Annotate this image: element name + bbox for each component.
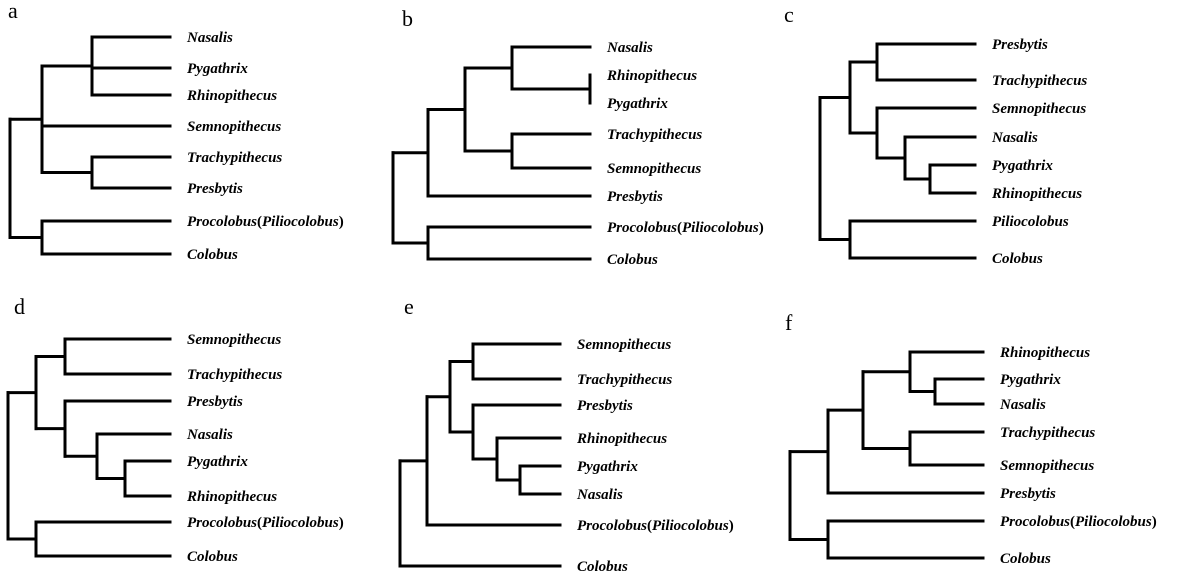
taxon-label-semnopithecus: Semnopithecus [1000, 458, 1094, 474]
taxon-label-pygathrix: Pygathrix [187, 454, 248, 470]
taxon-label-trachypithecus: Trachypithecus [992, 73, 1087, 89]
branches-b [391, 45, 592, 261]
panel-letter-b: b [402, 6, 413, 31]
taxon-label-trachypithecus: Trachypithecus [187, 367, 282, 383]
taxon-label-trachypithecus: Trachypithecus [577, 372, 672, 388]
taxon-label-semnopithecus: Semnopithecus [187, 119, 281, 135]
taxon-label-trachypithecus: Trachypithecus [187, 150, 282, 166]
taxon-label-pygathrix: Pygathrix [992, 158, 1053, 174]
taxon-label-pygathrix: Pygathrix [1000, 372, 1061, 388]
taxon-label-presbytis: Presbytis [607, 189, 663, 205]
taxon-label-piliocolobus: Piliocolobus [992, 214, 1069, 230]
taxon-label-rhinopithecus: Rhinopithecus [576, 431, 667, 447]
panel-letter-e: e [404, 294, 414, 319]
taxon-label-nasalis: Nasalis [991, 130, 1038, 146]
taxon-label-nasalis: Nasalis [186, 427, 233, 443]
taxon-label-colobus: Colobus [187, 549, 238, 565]
branches-c [818, 42, 977, 260]
tree-panel-e: eSemnopithecusTrachypithecusPresbytisRhi… [398, 294, 734, 575]
taxon-label-pygathrix: Pygathrix [607, 96, 668, 112]
taxon-label-procolobus-piliocolobus: Procolobus(Piliocolobus) [577, 518, 734, 534]
taxon-label-semnopithecus: Semnopithecus [577, 337, 671, 353]
tree-panel-d: dSemnopithecusTrachypithecusPresbytisNas… [6, 294, 344, 565]
taxon-label-nasalis: Nasalis [186, 30, 233, 46]
branches-d [6, 337, 172, 558]
taxon-label-procolobus-piliocolobus: Procolobus(Piliocolobus) [187, 214, 344, 230]
taxon-label-nasalis: Nasalis [999, 397, 1046, 413]
taxon-label-colobus: Colobus [992, 251, 1043, 267]
panel-letter-a: a [8, 0, 18, 23]
taxon-label-semnopithecus: Semnopithecus [992, 101, 1086, 117]
taxon-label-nasalis: Nasalis [606, 40, 653, 56]
panel-letter-d: d [14, 294, 25, 319]
panel-letter-f: f [785, 310, 793, 335]
taxon-label-presbytis: Presbytis [577, 398, 633, 414]
tree-panel-a: aNasalisPygathrixRhinopithecusSemnopithe… [8, 0, 344, 263]
taxon-label-colobus: Colobus [187, 247, 238, 263]
tree-panel-c: cPresbytisTrachypithecusSemnopithecusNas… [784, 2, 1087, 267]
taxon-label-presbytis: Presbytis [187, 394, 243, 410]
taxon-label-rhinopithecus: Rhinopithecus [186, 88, 277, 104]
taxon-label-colobus: Colobus [577, 559, 628, 575]
taxon-label-semnopithecus: Semnopithecus [187, 332, 281, 348]
taxon-label-presbytis: Presbytis [992, 37, 1048, 53]
panel-letter-c: c [784, 2, 794, 27]
branches-a [8, 35, 172, 256]
branches-f [788, 350, 985, 560]
taxon-label-procolobus-piliocolobus: Procolobus(Piliocolobus) [607, 220, 764, 236]
tree-panel-f: fRhinopithecusPygathrixNasalisTrachypith… [785, 310, 1157, 567]
taxon-label-rhinopithecus: Rhinopithecus [991, 186, 1082, 202]
taxon-label-rhinopithecus: Rhinopithecus [186, 489, 277, 505]
taxon-label-rhinopithecus: Rhinopithecus [606, 68, 697, 84]
taxon-label-nasalis: Nasalis [576, 487, 623, 503]
taxon-label-procolobus-piliocolobus: Procolobus(Piliocolobus) [187, 515, 344, 531]
taxon-label-pygathrix: Pygathrix [187, 61, 248, 77]
tree-panel-b: bNasalisRhinopithecusPygathrixTrachypith… [391, 6, 764, 268]
taxon-label-semnopithecus: Semnopithecus [607, 161, 701, 177]
taxon-label-colobus: Colobus [607, 252, 658, 268]
taxon-label-trachypithecus: Trachypithecus [1000, 425, 1095, 441]
taxon-label-colobus: Colobus [1000, 551, 1051, 567]
taxon-label-presbytis: Presbytis [1000, 486, 1056, 502]
taxon-label-pygathrix: Pygathrix [577, 459, 638, 475]
taxon-label-trachypithecus: Trachypithecus [607, 127, 702, 143]
taxon-label-presbytis: Presbytis [187, 181, 243, 197]
taxon-label-rhinopithecus: Rhinopithecus [999, 345, 1090, 361]
taxon-label-procolobus-piliocolobus: Procolobus(Piliocolobus) [1000, 514, 1157, 530]
branches-e [398, 342, 562, 568]
